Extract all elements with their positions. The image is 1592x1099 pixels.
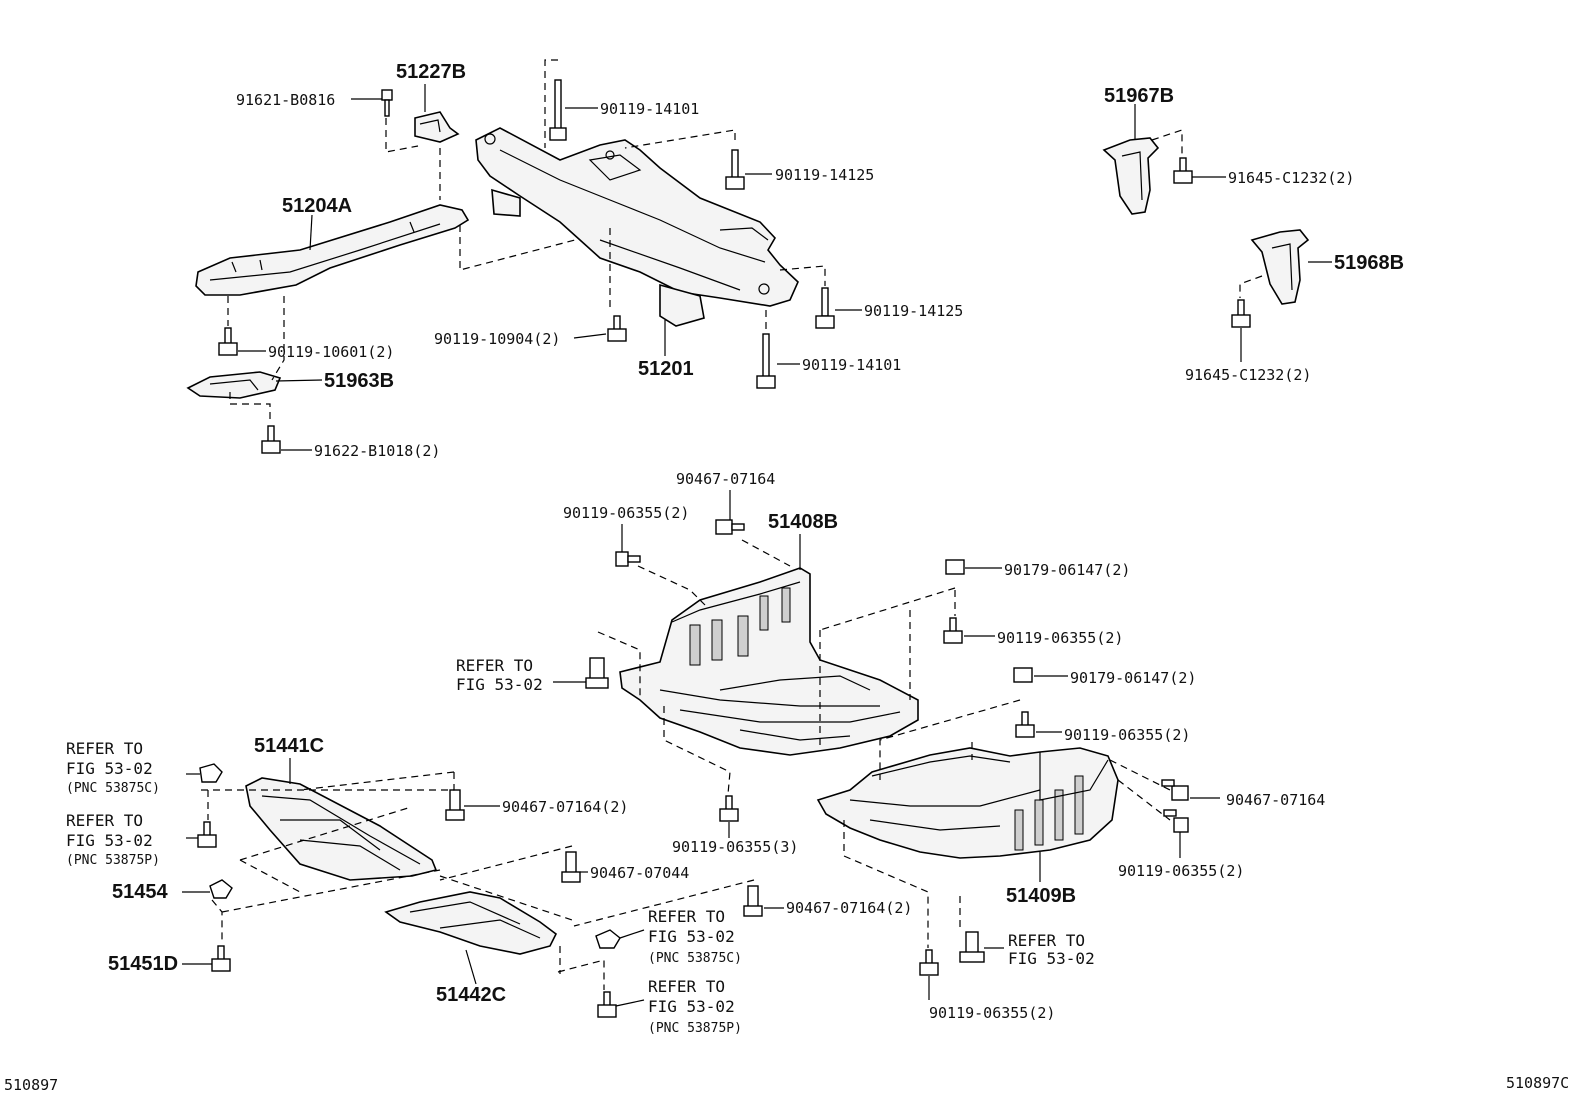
clip-53875C-left[interactable] [199,763,223,783]
nut-90179-06147-b[interactable] [1013,667,1033,683]
label-90119-06355-3: 90119-06355(3) [672,838,798,856]
ref-bc-a-line3: (PNC 53875C) [648,951,742,966]
ref-br-line1: REFER TO [1008,931,1085,950]
bolt-90119-10904[interactable] [607,315,627,342]
label-51451D: 51451D [108,953,178,975]
label-90119-10601: 90119-10601(2) [268,343,394,361]
label-90119-06355-e: 90119-06355(2) [929,1004,1055,1022]
bolt-51451D[interactable] [211,945,231,972]
ref-left-b-line2: FIG 53-02 [66,831,153,850]
label-91621-B0816: 91621-B0816 [236,91,335,109]
label-51963B: 51963B [324,370,394,392]
label-90119-14125-mid: 90119-14125 [864,302,963,320]
bolt-90119-14101-top[interactable] [549,79,567,141]
label-51409B: 51409B [1006,885,1076,907]
label-90119-14101-top: 90119-14101 [600,100,699,118]
clip-refer-mid[interactable] [585,657,609,689]
clip-53875C-center[interactable] [595,929,621,949]
figure-code-left: 510897 [4,1076,58,1094]
ref-mid-line1: REFER TO [456,656,533,675]
bolt-90119-14125-top[interactable] [725,149,745,190]
label-51454: 51454 [112,881,168,903]
bolt-91622-B1018[interactable] [261,425,281,454]
ref-left-a-line2: FIG 53-02 [66,759,153,778]
label-91645-C1232-top: 91645-C1232(2) [1228,169,1354,187]
bolt-90119-06355-c[interactable] [1015,711,1035,738]
ref-br-line2: FIG 53-02 [1008,949,1095,968]
label-51204A: 51204A [282,195,352,217]
label-90119-06355-a: 90119-06355(2) [563,504,689,522]
nut-90179-06147-a[interactable] [945,559,965,575]
label-51227B: 51227B [396,61,466,83]
bolt-90467-07164-left[interactable] [445,789,465,821]
label-90119-06355-d: 90119-06355(2) [1118,862,1244,880]
bolt-90119-14101-bot[interactable] [756,333,776,389]
label-90119-14101-bot: 90119-14101 [802,356,901,374]
bolt-90119-06355-e[interactable] [919,949,939,976]
bolt-90119-06355-d[interactable] [1163,809,1189,833]
ref-bc-b-line2: FIG 53-02 [648,997,735,1016]
figure-code-right: 510897C [1506,1074,1569,1092]
clip-53875P-left[interactable] [197,821,217,848]
label-51408B: 51408B [768,511,838,533]
label-90179-06147-a: 90179-06147(2) [1004,561,1130,579]
part-51204A-rail[interactable] [195,204,470,296]
label-91622-B1018: 91622-B1018(2) [314,442,440,460]
ref-left-a-line3: (PNC 53875C) [66,781,160,796]
ref-left-a-line1: REFER TO [66,739,143,758]
label-90119-06355-c: 90119-06355(2) [1064,726,1190,744]
ref-left-b-line3: (PNC 53875P) [66,853,160,868]
bolt-91621-B0816[interactable] [381,89,393,117]
bolt-90119-06355-b[interactable] [943,617,963,644]
bolt-90467-07164-right[interactable] [1161,779,1189,801]
label-90119-14125-top: 90119-14125 [775,166,874,184]
label-91645-C1232-bot: 91645-C1232(2) [1185,366,1311,384]
part-51963B-plate[interactable] [186,371,282,399]
ref-mid-line2: FIG 53-02 [456,675,543,694]
ref-bc-a-line2: FIG 53-02 [648,927,735,946]
ref-bc-b-line3: (PNC 53875P) [648,1021,742,1036]
label-90467-07164-mid: 90467-07164(2) [786,899,912,917]
bolt-90119-10601[interactable] [218,327,238,356]
ref-bc-b-line1: REFER TO [648,977,725,996]
part-51442C-undercover[interactable] [384,891,558,955]
label-90467-07164-right: 90467-07164 [1226,791,1325,809]
clip-53875P-center[interactable] [597,991,617,1018]
bolt-91645-C1232-bot[interactable] [1231,299,1251,328]
label-51967B: 51967B [1104,85,1174,107]
clip-refer-bottom-right[interactable] [959,931,985,963]
bolt-90119-06355-a[interactable] [615,551,641,567]
part-51201-crossmember[interactable] [475,127,799,327]
label-51968B: 51968B [1334,252,1404,274]
part-51441C-undercover[interactable] [245,777,438,881]
bolt-90467-07164-mid[interactable] [743,885,763,917]
label-90119-06355-b: 90119-06355(2) [997,629,1123,647]
bolt-90467-07044[interactable] [561,851,581,883]
label-51442C: 51442C [436,984,506,1006]
bolt-90119-14125-mid[interactable] [815,287,835,329]
bolt-90119-06355-3[interactable] [719,795,739,822]
nut-51454[interactable] [209,879,233,899]
bolt-90467-07164-top[interactable] [715,519,745,535]
part-51968B-bracket[interactable] [1250,229,1310,305]
part-51409B-undercover[interactable] [816,747,1119,859]
part-51227B-bracket[interactable] [414,111,460,143]
ref-left-b-line1: REFER TO [66,811,143,830]
label-90467-07164-left: 90467-07164(2) [502,798,628,816]
label-51441C: 51441C [254,735,324,757]
ref-bc-a-line1: REFER TO [648,907,725,926]
label-90179-06147-b: 90179-06147(2) [1070,669,1196,687]
label-90467-07164-top: 90467-07164 [676,470,775,488]
part-51408B-engine-undercover[interactable] [619,567,919,756]
label-90119-10904: 90119-10904(2) [434,330,560,348]
label-90467-07044: 90467-07044 [590,864,689,882]
part-51967B-bracket[interactable] [1102,137,1160,215]
label-51201: 51201 [638,358,694,380]
bolt-91645-C1232-top[interactable] [1173,157,1193,184]
